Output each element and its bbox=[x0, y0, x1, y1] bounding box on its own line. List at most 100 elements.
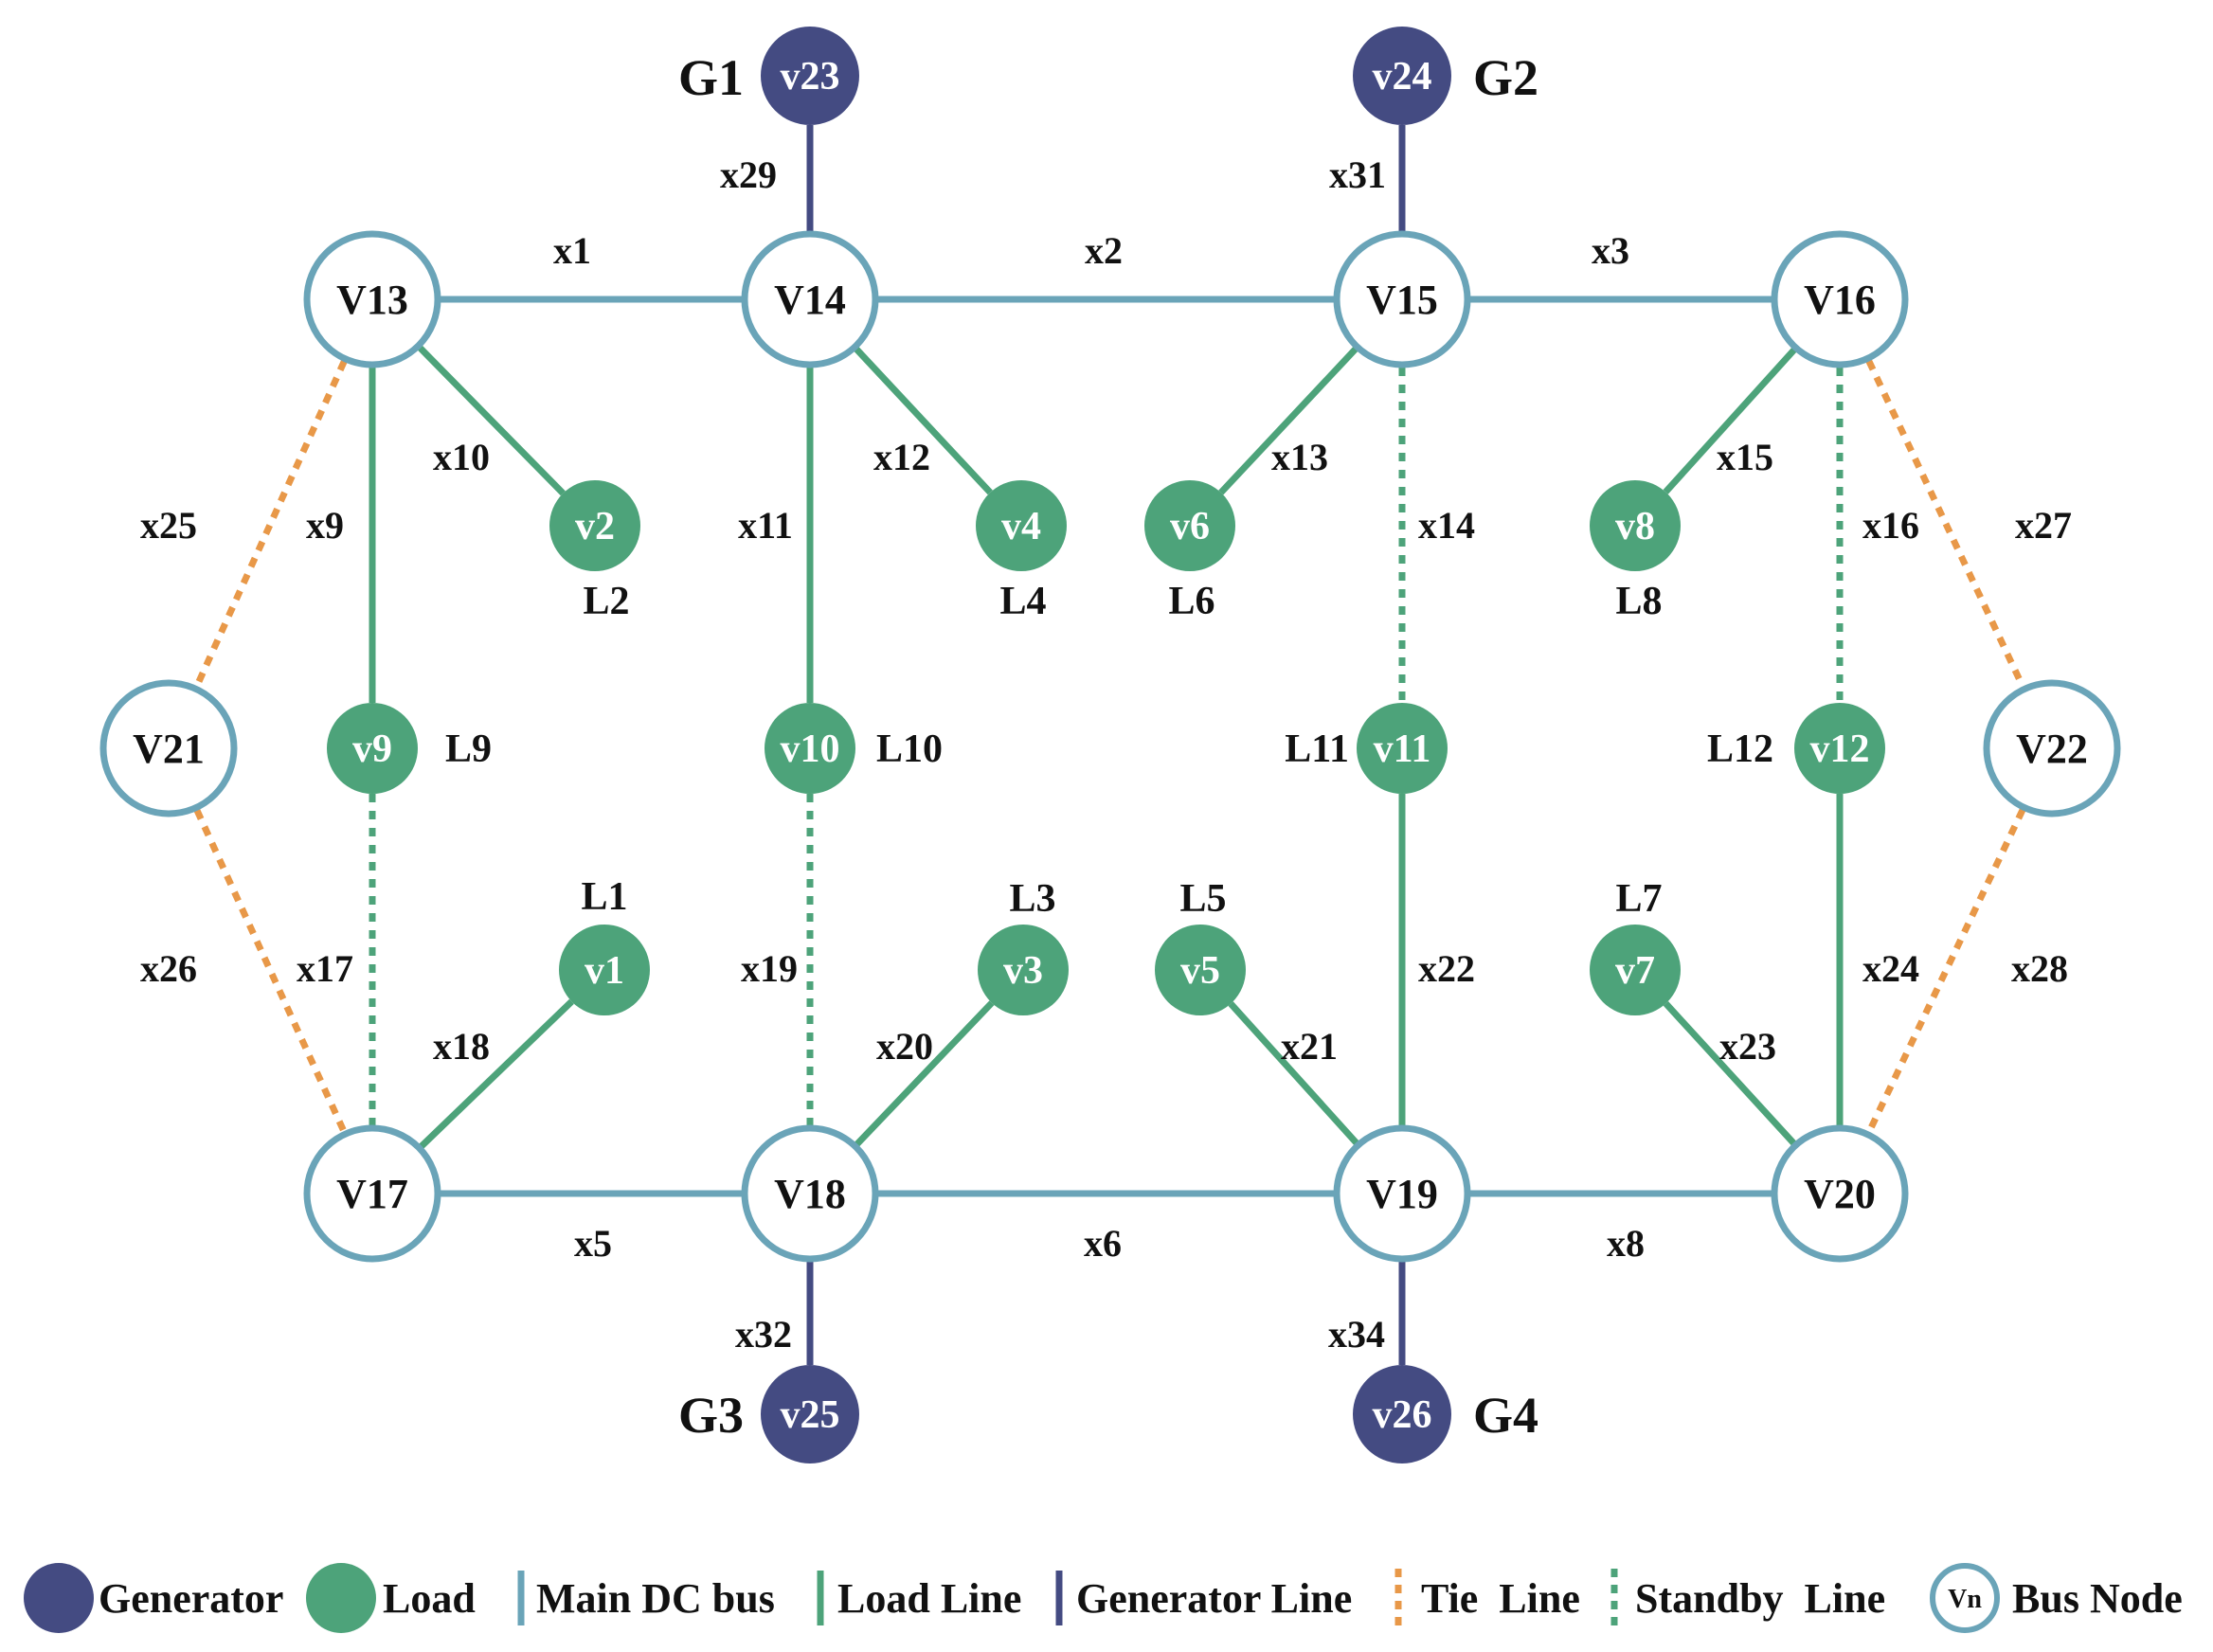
bus-node-circle bbox=[741, 1124, 879, 1263]
edge-label-x31: x31 bbox=[1329, 153, 1386, 196]
load-node-circle bbox=[1357, 703, 1448, 794]
load-tag-L1: L1 bbox=[581, 875, 627, 919]
node-v5: v5 L5 bbox=[1155, 877, 1246, 1015]
generator-node-label: v25 bbox=[781, 1393, 840, 1437]
edge-label-x12: x12 bbox=[873, 436, 930, 478]
edge-label-x29: x29 bbox=[720, 153, 777, 196]
edge-label-x15: x15 bbox=[1717, 436, 1773, 478]
load-node-circle bbox=[765, 703, 855, 794]
node-v3: v3 L3 bbox=[978, 877, 1069, 1015]
legend-bus-node-label: Bus Node bbox=[2012, 1575, 2183, 1622]
load-tag-L11: L11 bbox=[1285, 727, 1349, 771]
legend-standby-line-label: Standby Line bbox=[1635, 1575, 1885, 1622]
load-node-circle bbox=[549, 480, 640, 571]
edge-x23 bbox=[1663, 1001, 1796, 1146]
edge-label-x21: x21 bbox=[1281, 1025, 1338, 1068]
edge-x10 bbox=[417, 345, 566, 496]
node-v12: v12 L12 bbox=[1707, 703, 1885, 794]
edge-label-x28: x28 bbox=[2011, 947, 2068, 990]
load-node-circle bbox=[1794, 703, 1885, 794]
generator-node-label: v26 bbox=[1373, 1393, 1432, 1437]
load-tag-L6: L6 bbox=[1168, 580, 1214, 623]
bus-node-circle bbox=[741, 230, 879, 368]
load-node-label: v5 bbox=[1180, 949, 1220, 993]
generator-node-label: v24 bbox=[1373, 55, 1432, 99]
bus-node-label: V15 bbox=[1366, 277, 1438, 323]
generator-node-circle bbox=[1353, 1365, 1451, 1463]
edge-label-x2: x2 bbox=[1085, 229, 1123, 272]
node-V18: V18 bbox=[741, 1124, 879, 1263]
load-tag-L2: L2 bbox=[583, 580, 629, 623]
legend-load-swatch bbox=[306, 1563, 376, 1633]
bus-node-label: V18 bbox=[774, 1171, 846, 1217]
load-node-label: v7 bbox=[1615, 949, 1655, 993]
load-tag-L4: L4 bbox=[999, 580, 1046, 623]
edge-label-x11: x11 bbox=[738, 504, 793, 547]
bus-node-label: V19 bbox=[1366, 1171, 1438, 1217]
bus-node-label: V16 bbox=[1804, 277, 1876, 323]
generator-tag-G4: G4 bbox=[1473, 1387, 1538, 1444]
edge-label-x13: x13 bbox=[1271, 436, 1328, 478]
edge-label-x1: x1 bbox=[553, 229, 591, 272]
load-node-circle bbox=[1590, 925, 1681, 1015]
bus-node-label: V17 bbox=[336, 1171, 408, 1217]
load-tag-L7: L7 bbox=[1615, 877, 1662, 921]
load-node-label: v12 bbox=[1810, 727, 1870, 771]
legend-bus-node-symbol: Vn bbox=[1948, 1585, 1982, 1614]
node-V21: V21 bbox=[99, 679, 238, 817]
edge-label-x22: x22 bbox=[1418, 947, 1475, 990]
edge-label-x8: x8 bbox=[1607, 1222, 1645, 1265]
edge-x27 bbox=[1865, 359, 2026, 689]
load-tag-L5: L5 bbox=[1179, 877, 1226, 921]
edge-label-x6: x6 bbox=[1084, 1222, 1122, 1265]
node-V15: V15 bbox=[1333, 230, 1471, 368]
load-node-circle bbox=[1144, 480, 1235, 571]
legend-generator-line-label: Generator Line bbox=[1076, 1575, 1352, 1622]
edge-x21 bbox=[1228, 1001, 1359, 1145]
edge-label-x16: x16 bbox=[1862, 504, 1919, 547]
load-node-label: v10 bbox=[781, 727, 840, 771]
edge-label-x5: x5 bbox=[574, 1222, 612, 1265]
legend-load-label: Load bbox=[383, 1575, 476, 1622]
load-tag-L3: L3 bbox=[1009, 877, 1055, 921]
legend-load-line-label: Load Line bbox=[837, 1575, 1021, 1622]
load-node-label: v6 bbox=[1170, 505, 1210, 548]
generator-node-circle bbox=[761, 1365, 859, 1463]
bus-node-circle bbox=[303, 1124, 441, 1263]
generator-tag-G1: G1 bbox=[678, 49, 744, 106]
generator-tag-G2: G2 bbox=[1473, 49, 1538, 106]
load-node-circle bbox=[976, 480, 1067, 571]
legend-main-bus-label: Main DC bus bbox=[536, 1575, 775, 1622]
bus-node-label: V22 bbox=[2016, 726, 2088, 772]
node-V17: V17 bbox=[303, 1124, 441, 1263]
node-V20: V20 bbox=[1771, 1124, 1909, 1263]
load-tag-L9: L9 bbox=[445, 727, 492, 771]
generator-node-circle bbox=[1353, 27, 1451, 125]
edge-x26 bbox=[193, 809, 348, 1133]
edge-label-x27: x27 bbox=[2015, 504, 2072, 547]
edge-label-x24: x24 bbox=[1862, 947, 1919, 990]
load-node-label: v3 bbox=[1003, 949, 1043, 993]
load-tag-L12: L12 bbox=[1707, 727, 1773, 771]
legend-generator-swatch bbox=[24, 1563, 94, 1633]
legend-bus-node-swatch bbox=[1930, 1563, 2000, 1633]
bus-node-label: V13 bbox=[336, 277, 408, 323]
edge-label-x32: x32 bbox=[735, 1313, 792, 1356]
edges-layer bbox=[193, 125, 2026, 1365]
load-node-circle bbox=[978, 925, 1069, 1015]
node-V22: V22 bbox=[1983, 679, 2121, 817]
node-V19: V19 bbox=[1333, 1124, 1471, 1263]
edge-label-x3: x3 bbox=[1592, 229, 1629, 272]
edge-label-x14: x14 bbox=[1418, 504, 1475, 547]
edge-label-x26: x26 bbox=[140, 947, 197, 990]
edge-x12 bbox=[854, 347, 993, 495]
